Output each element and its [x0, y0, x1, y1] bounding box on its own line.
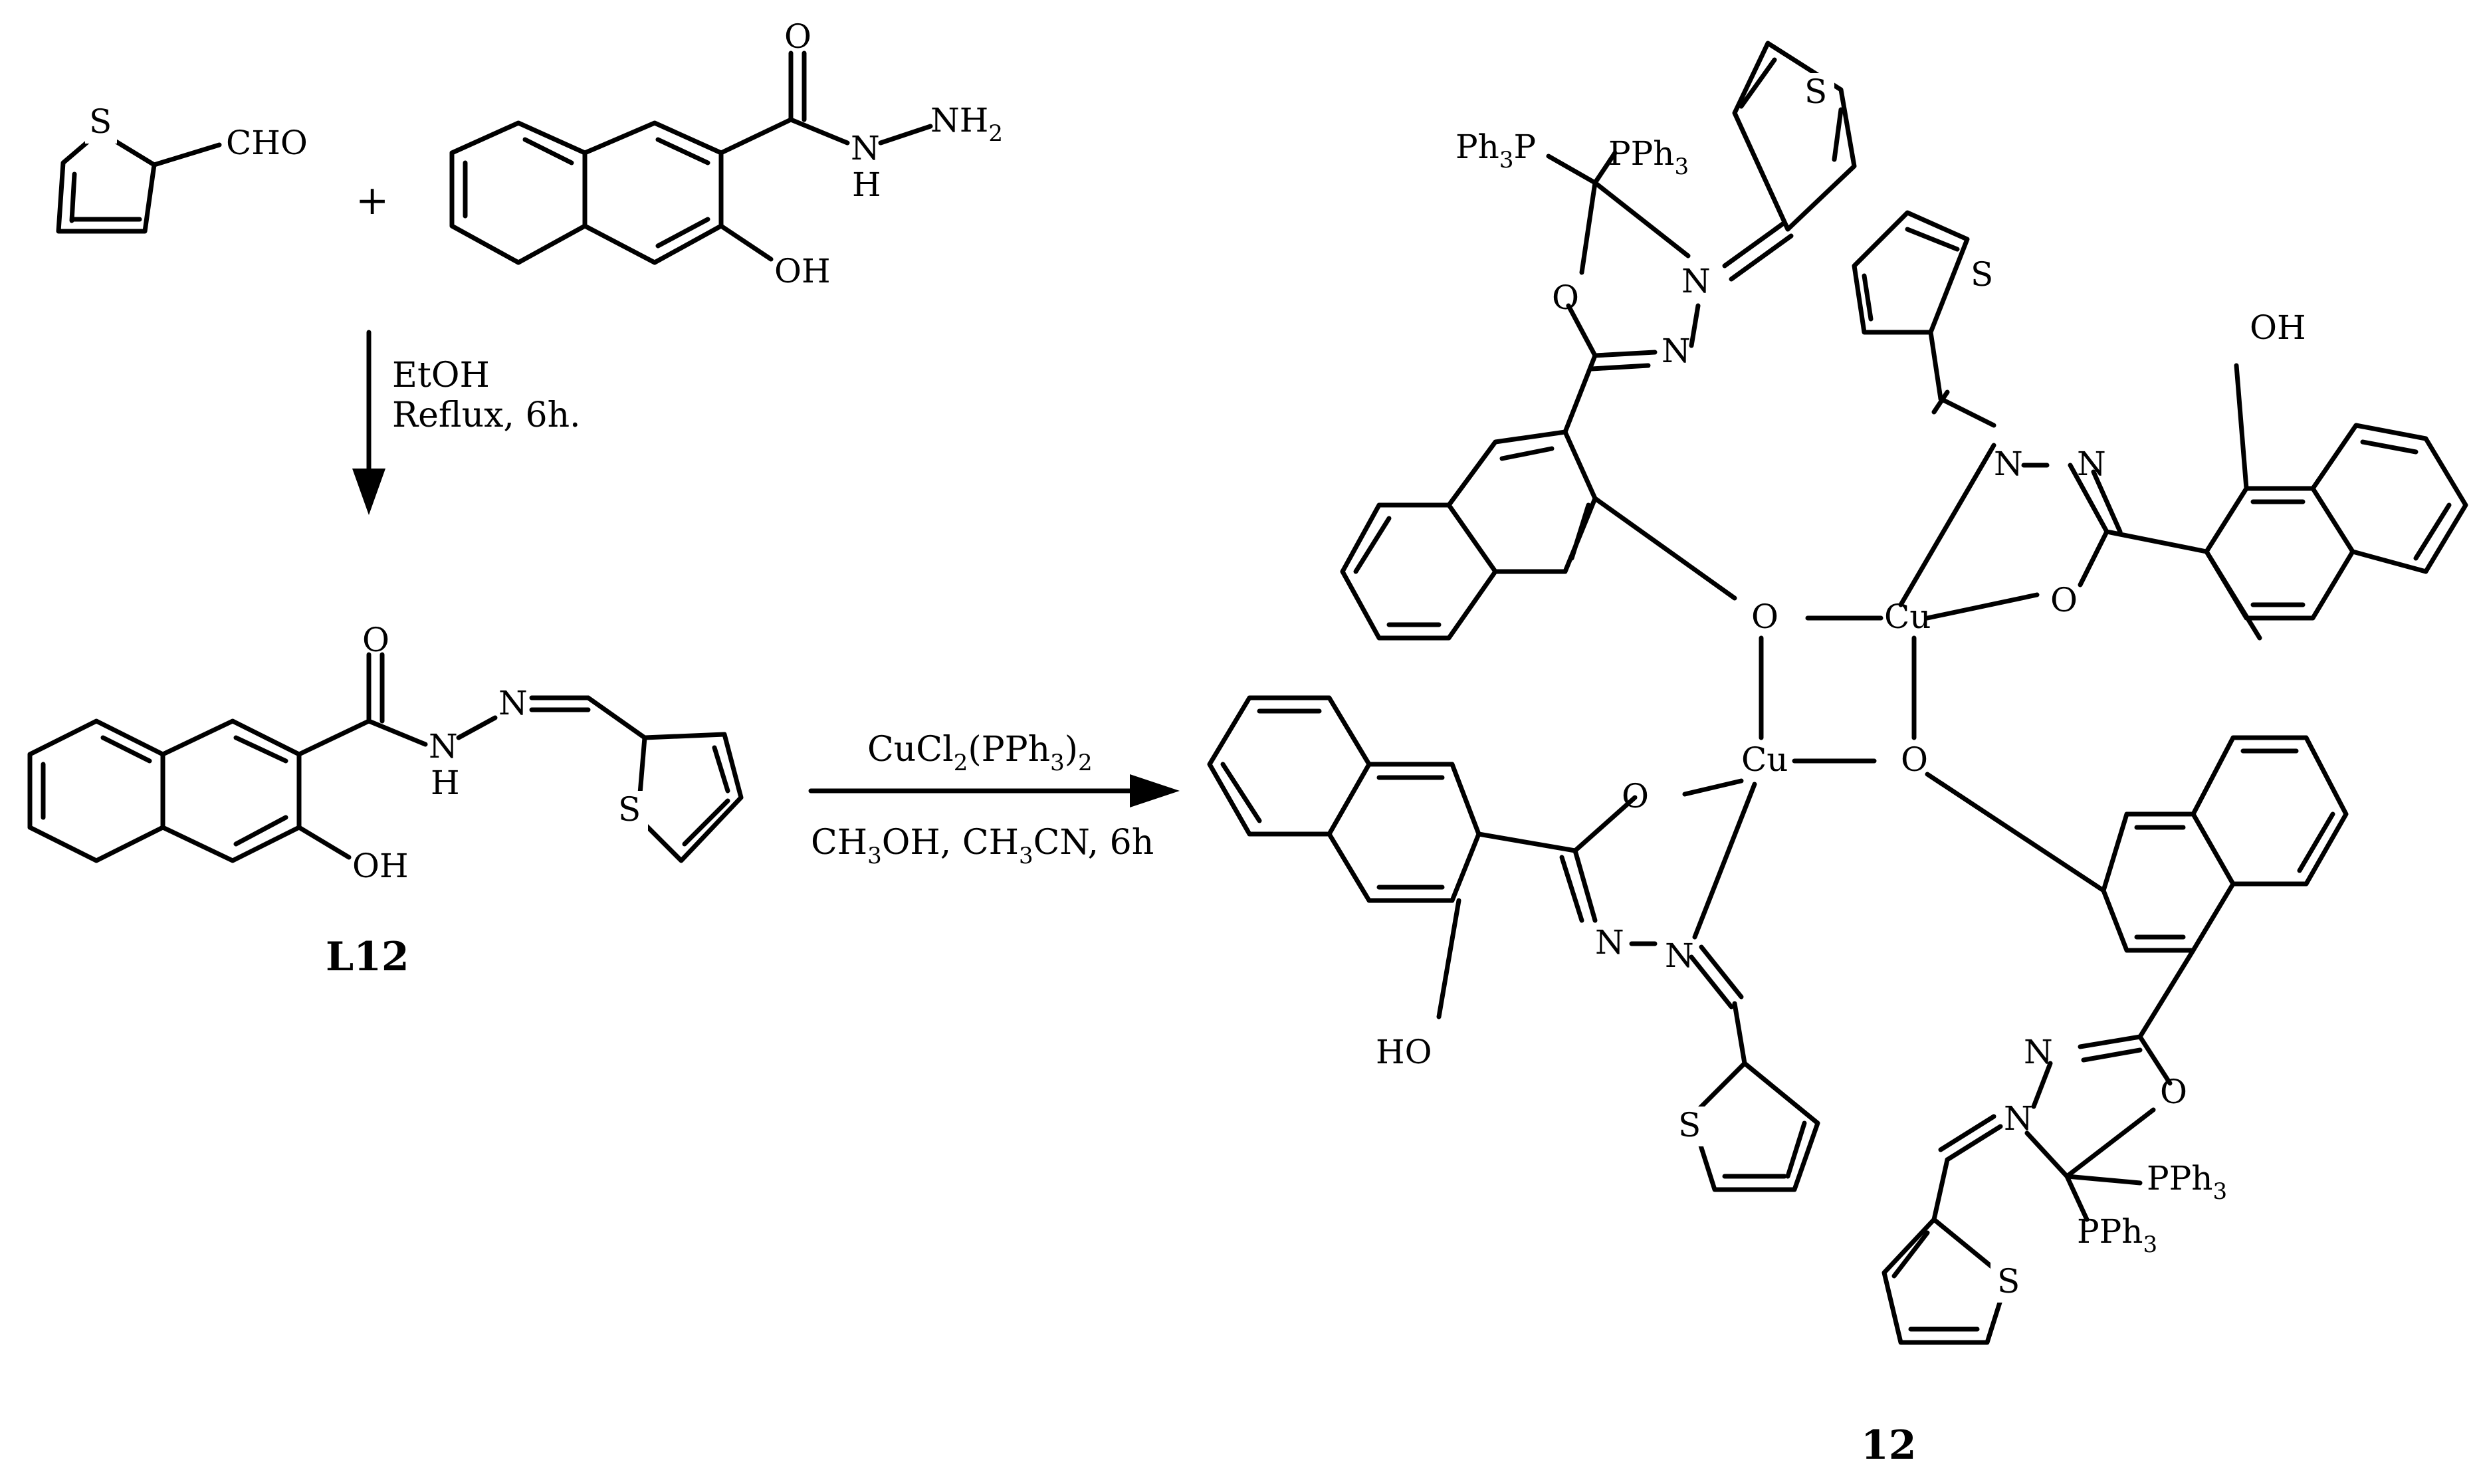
carbonyl-oxygen-label: O — [784, 17, 811, 56]
hydrazone-n1-bottom-left-label: N — [1595, 923, 1624, 962]
ligand-thiophene-sulfur-label: S — [618, 790, 641, 829]
plus-sign: + — [356, 177, 389, 224]
enolate-oxygen-bottom-left-label: O — [1622, 777, 1649, 815]
oxadiazoline-n4-top-label: N — [1681, 262, 1711, 300]
ligand-hydroxyl-label: OH — [352, 847, 409, 885]
hydrazone-n1-top-right-label: N — [1994, 445, 2023, 483]
step1-solvent: EtOH — [392, 356, 490, 395]
thiophene-sulfur-bottom-left-label: S — [1678, 1106, 1701, 1144]
aldehyde-group-label: CHO — [226, 124, 308, 162]
ligand-carbonyl-oxygen-label: O — [362, 621, 389, 659]
core-copper-top-label: Cu — [1884, 597, 1931, 636]
oxadiazoline-n3-top-label: N — [1662, 332, 1691, 370]
triphenylphosphine-top-right-label: PPh3 — [1608, 134, 1689, 180]
ligand-amide-hydrogen-label: H — [431, 764, 460, 802]
step1-arrow: EtOH Reflux, 6h. — [352, 330, 581, 515]
hydrazone-n2-bottom-left-label: N — [1665, 936, 1694, 975]
core-oxygen-bottom-label: O — [1901, 740, 1928, 779]
oxadiazoline-oxygen-top-label: O — [1552, 278, 1579, 317]
ligand-L12: O N H N S OH L12 — [27, 621, 744, 980]
amide-nitrogen-label: N — [851, 129, 880, 167]
copper-complex-12: O Cu Cu O O N N S Ph3P PPh3 — [1207, 41, 2468, 1469]
hydroxyl-bottom-left-label: HO — [1376, 1033, 1432, 1071]
thiophene-carbaldehyde: S CHO — [56, 102, 308, 234]
triphenylphosphine-top-left-label: Ph3P — [1455, 128, 1536, 173]
hydroxynaphthohydrazide: O N H NH2 OH — [449, 17, 1003, 290]
step2-reagent: CuCl2(PPh3)2 — [867, 730, 1093, 776]
step2-arrow: CuCl2(PPh3)2 CH3OH, CH3CN, 6h — [808, 730, 1180, 869]
hydroxyl-label: OH — [774, 252, 831, 290]
hydroxyl-top-right-label: OH — [2250, 308, 2306, 347]
thiophene-sulfur-top-label: S — [1804, 72, 1827, 111]
step1-conditions: Reflux, 6h. — [392, 395, 581, 435]
thiophene-sulfur-top-right-label: S — [1971, 255, 1993, 294]
oxadiazoline-n4-bottom-label: N — [2004, 1099, 2033, 1138]
oxadiazoline-oxygen-bottom-label: O — [2160, 1073, 2187, 1111]
triphenylphosphine-bottom-left-label: PPh3 — [2077, 1212, 2157, 1258]
complex-compound-label: 12 — [1861, 1422, 1917, 1469]
ligand-compound-label: L12 — [326, 934, 409, 980]
core-oxygen-top-label: O — [1751, 597, 1778, 636]
hydrazone-n2-top-right-label: N — [2077, 445, 2106, 483]
oxadiazoline-n3-bottom-label: N — [2024, 1033, 2053, 1071]
thiophene-sulfur-bottom-right-label: S — [1997, 1262, 2020, 1301]
step2-solvent: CH3OH, CH3CN, 6h — [811, 823, 1154, 869]
triphenylphosphine-bottom-right-label: PPh3 — [2147, 1159, 2227, 1205]
amine-label: NH2 — [930, 101, 1003, 147]
thiophene-sulfur-label: S — [89, 102, 112, 141]
enolate-oxygen-top-right-label: O — [2050, 581, 2078, 619]
amide-hydrogen-label: H — [852, 165, 881, 204]
ligand-amide-nitrogen-label: N — [429, 727, 458, 766]
ligand-imine-nitrogen-label: N — [498, 684, 528, 722]
core-copper-bottom-label: Cu — [1741, 740, 1788, 779]
